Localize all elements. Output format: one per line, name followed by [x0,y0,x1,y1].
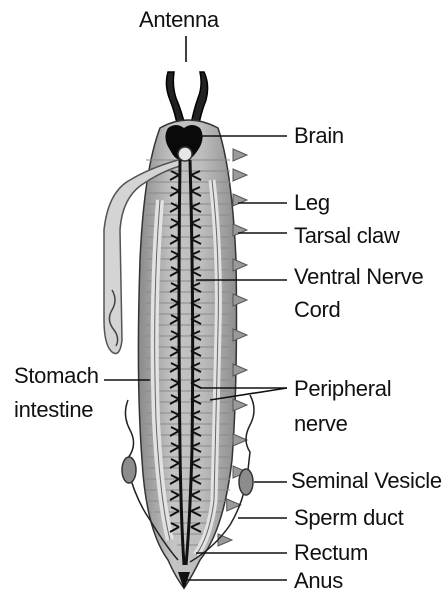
leg-shape [233,399,247,411]
leg-shape [233,224,247,236]
label-peripheral-nerve-line2: nerve [294,412,348,436]
leg-shape [233,364,247,376]
leg-shape [233,294,247,306]
label-ventral-nerve-cord-line1: Ventral Nerve [294,265,423,289]
seminal-vesicle-left [122,457,136,483]
label-ventral-nerve-cord-line2: Cord [294,298,341,322]
leg-shape [233,194,247,206]
leg-shape [233,149,247,161]
label-antenna: Antenna [139,8,219,32]
label-peripheral-nerve-line1: Peripheral [294,377,391,401]
leg-shape [233,169,247,181]
leg-shape [218,534,232,546]
label-leg: Leg [294,191,330,215]
label-stomach-intestine-line2: intestine [14,398,93,422]
label-rectum: Rectum [294,541,368,565]
label-seminal-vesicle: Seminal Vesicle [291,469,442,493]
label-brain: Brain [294,124,344,148]
label-stomach-intestine-line1: Stomach [14,364,99,388]
seminal-vesicle-right [239,469,253,495]
brain-ganglion [178,147,192,161]
leg-shape [233,259,247,271]
label-sperm-duct: Sperm duct [294,506,404,530]
leg-shape [233,329,247,341]
leg-shape [233,434,247,446]
label-anus: Anus [294,569,343,593]
label-tarsal-claw: Tarsal claw [294,224,400,248]
